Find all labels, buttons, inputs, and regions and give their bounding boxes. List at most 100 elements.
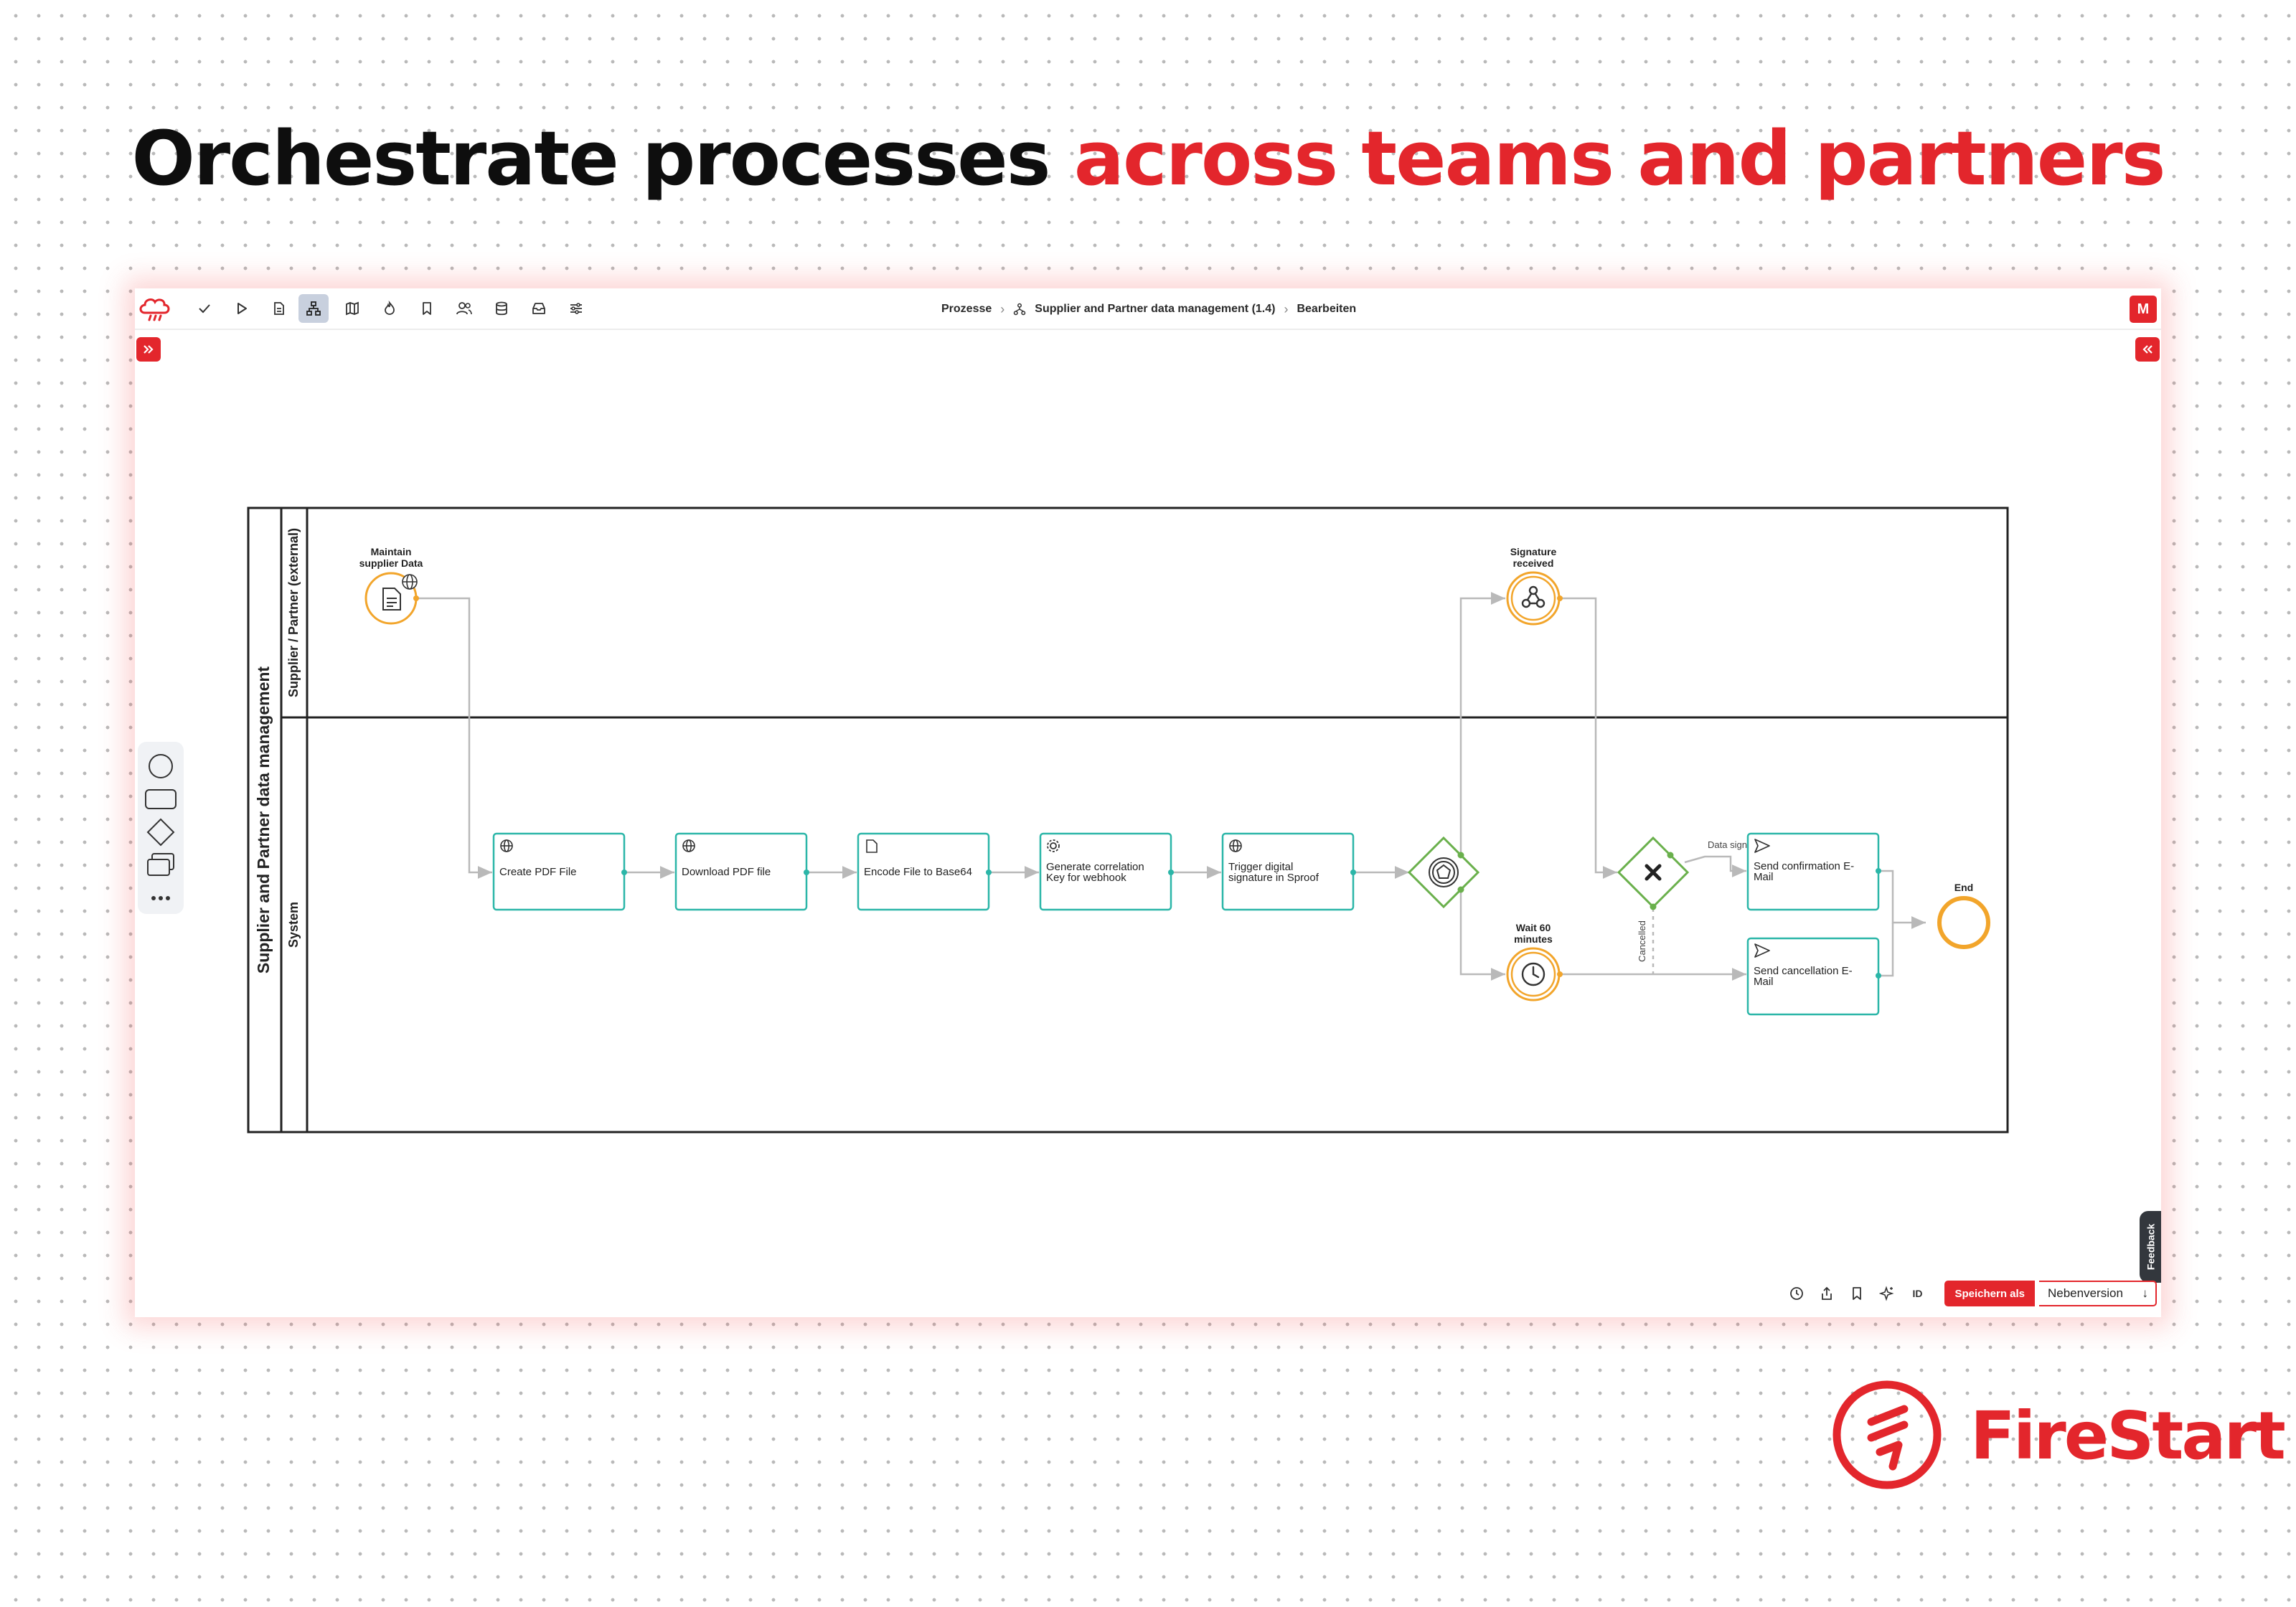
timer-event-wait-60-minutes[interactable]: Wait 60 minutes: [1506, 922, 1563, 1002]
exclusive-gateway[interactable]: [1617, 836, 1690, 910]
flow-gateway-to-timer[interactable]: [1459, 891, 1505, 981]
breadcrumb: Prozesse › Supplier and Partner data man…: [941, 300, 1356, 319]
end-event[interactable]: End: [1937, 882, 1990, 949]
play-icon[interactable]: [227, 294, 257, 323]
expand-right-panel-button[interactable]: [2135, 337, 2160, 362]
task-generate-correlation-key[interactable]: Generate correlation Key for webhook: [1039, 832, 1174, 911]
task-send-cancellation-email[interactable]: Send cancellation E- Mail: [1746, 937, 1881, 1016]
task-label-line1: Send cancellation E-: [1754, 965, 1853, 977]
task-label-line2: Mail: [1754, 976, 1774, 988]
file-icon: [866, 839, 878, 853]
flow-gateway-to-signature-received[interactable]: [1459, 592, 1505, 854]
more-dots-icon[interactable]: [144, 882, 178, 914]
share-icon[interactable]: [1814, 1281, 1840, 1306]
gateway-diamond-icon[interactable]: [144, 816, 178, 848]
process-canvas[interactable]: Supplier and Partner data management Sup…: [135, 288, 2161, 1317]
event-circle-icon[interactable]: [144, 750, 178, 782]
flame-icon[interactable]: [375, 294, 405, 323]
start-event-label-line1: Maintain: [371, 546, 412, 557]
brand-name: FireStart: [1970, 1398, 2286, 1474]
double-chevron-right-icon: [144, 345, 154, 354]
gear-icon: [1047, 839, 1060, 852]
inbox-icon[interactable]: [524, 294, 554, 323]
flow-confirm-to-end[interactable]: [1880, 870, 1926, 929]
double-chevron-left-icon: [2142, 345, 2152, 354]
clock-icon: [1521, 962, 1545, 986]
pool-label: Supplier and Partner data management: [254, 666, 273, 974]
flow-label-cancelled: Cancelled: [1637, 920, 1647, 962]
bookmark-icon[interactable]: [412, 294, 442, 323]
task-label-line1: Generate correlation: [1046, 861, 1144, 873]
globe-icon: [682, 839, 695, 852]
subprocess-stack-icon[interactable]: [144, 849, 178, 881]
hierarchy-icon[interactable]: [298, 294, 329, 323]
task-trigger-digital-signature[interactable]: Trigger digital signature in Sproof: [1221, 832, 1356, 911]
chevron-right-icon: ›: [1000, 301, 1005, 316]
send-icon: [1754, 839, 1770, 853]
webhook-icon: [1521, 585, 1545, 608]
map-icon[interactable]: [337, 294, 367, 323]
breadcrumb-current: Bearbeiten: [1297, 303, 1357, 315]
database-icon[interactable]: [486, 294, 517, 323]
task-label: Encode File to Base64: [864, 866, 972, 878]
id-toggle-button[interactable]: ID: [1912, 1288, 1923, 1299]
save-as-button[interactable]: Speichern als: [1944, 1281, 2035, 1306]
flow-label-data-signed: Data signed: [1708, 839, 1757, 850]
feedback-tab[interactable]: Feedback: [2140, 1211, 2161, 1283]
event-label-line1: Wait 60: [1516, 922, 1551, 933]
task-label-line1: Send confirmation E-: [1754, 860, 1854, 872]
breadcrumb-root[interactable]: Prozesse: [941, 303, 992, 315]
catch-event-signature-received[interactable]: Signature received: [1506, 546, 1563, 626]
sliders-icon[interactable]: [561, 294, 591, 323]
arrow-down-icon: ↓: [2142, 1286, 2149, 1300]
flow-xor-data-signed[interactable]: [1684, 855, 1746, 877]
task-label-line2: Mail: [1754, 871, 1774, 883]
event-label-line1: Signature: [1510, 546, 1557, 557]
top-toolbar: Prozesse › Supplier and Partner data man…: [135, 288, 2161, 330]
task-rectangle-icon[interactable]: [144, 783, 178, 815]
history-clock-icon[interactable]: [1784, 1281, 1810, 1306]
task-label-line1: Trigger digital: [1228, 861, 1293, 873]
breadcrumb-process[interactable]: Supplier and Partner data management (1.…: [1035, 303, 1276, 315]
end-event-label: End: [1954, 882, 1973, 893]
event-based-gateway[interactable]: [1407, 836, 1480, 909]
users-icon[interactable]: [449, 294, 479, 323]
firestart-logo[interactable]: [135, 288, 175, 329]
headline-part1: Orchestrate processes: [131, 115, 1050, 202]
task-create-pdf-file[interactable]: Create PDF File: [492, 832, 627, 911]
check-icon[interactable]: [189, 294, 220, 323]
globe-icon: [1229, 839, 1242, 852]
send-icon: [1754, 943, 1770, 958]
headline: Orchestrate processes across teams and p…: [0, 115, 2296, 202]
sequence-flows: [416, 592, 1926, 981]
element-palette: [138, 742, 184, 914]
firestart-brand-mark-icon: [1832, 1380, 1942, 1489]
document-icon[interactable]: [264, 294, 294, 323]
expand-left-panel-button[interactable]: [136, 337, 161, 362]
task-encode-file-base64[interactable]: Encode File to Base64: [857, 832, 992, 911]
task-download-pdf-file[interactable]: Download PDF file: [674, 832, 809, 911]
chevron-right-icon: ›: [1284, 301, 1289, 316]
bookmark-icon[interactable]: [1844, 1281, 1870, 1306]
hierarchy-icon: [1013, 303, 1026, 316]
app-window: Supplier and Partner data management Sup…: [135, 288, 2161, 1317]
start-event-maintain-supplier-data[interactable]: Maintain supplier Data: [359, 546, 423, 625]
bottom-toolbar: ID Speichern als Nebenversion ↓: [1784, 1278, 2157, 1309]
lane-label-supplier: Supplier / Partner (external): [286, 528, 301, 697]
flow-start-to-create[interactable]: [416, 597, 492, 879]
task-label-line2: Key for webhook: [1046, 872, 1126, 884]
flow-signature-received-to-xor[interactable]: [1561, 597, 1617, 879]
task-send-confirmation-email[interactable]: Send confirmation E- Mail: [1746, 832, 1881, 911]
user-avatar[interactable]: M: [2130, 296, 2157, 323]
globe-icon: [500, 839, 513, 852]
version-select[interactable]: Nebenversion ↓: [2039, 1281, 2157, 1306]
pool[interactable]: Supplier and Partner data management Sup…: [247, 506, 2009, 1134]
headline-part2: across teams and partners: [1073, 115, 2166, 202]
start-event-label-line2: supplier Data: [359, 557, 423, 569]
task-label: Create PDF File: [499, 866, 577, 878]
flow-cancel-to-end[interactable]: [1880, 923, 1894, 977]
firestart-brand: FireStart: [1830, 1377, 2289, 1492]
ai-sparkle-icon[interactable]: [1874, 1281, 1900, 1306]
feedback-label: Feedback: [2145, 1223, 2156, 1271]
globe-icon: [402, 574, 418, 590]
